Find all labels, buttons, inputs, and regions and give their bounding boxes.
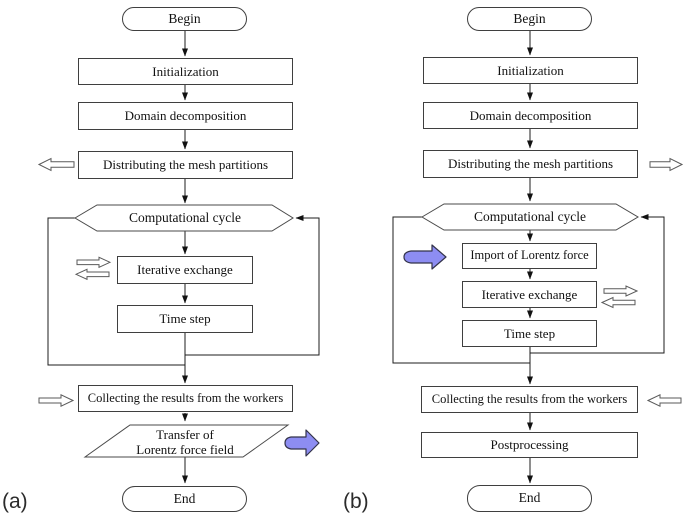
b-computational-cycle-label: Computational cycle (473, 208, 587, 224)
a-loop-exit-line (47, 217, 185, 366)
a-computational-cycle-label: Computational cycle (128, 209, 242, 225)
a-collecting-node: Collecting the results from the workers (78, 385, 293, 412)
b-time-step-node: Time step (462, 320, 597, 347)
b-computational-cycle-hexagon (421, 203, 639, 231)
b-highlight-block-arrow-icon (403, 244, 447, 270)
b-collecting-node: Collecting the results from the workers (421, 386, 638, 413)
b-block-arrow-right-icon (649, 157, 684, 172)
panel-b-connectors (392, 31, 665, 484)
panel-b-label: (b) (343, 490, 369, 513)
b-loop-exit-line (392, 216, 530, 364)
b-distributing-node: Distributing the mesh partitions (423, 150, 638, 178)
a-begin-node: Begin (122, 7, 247, 31)
panel-a-connectors (47, 31, 320, 484)
b-initialization-node: Initialization (423, 57, 638, 84)
a-highlight-block-arrow-icon (284, 429, 320, 457)
a-transfer-line1: Transfer of (156, 426, 214, 442)
a-transfer-parallelogram (83, 424, 290, 458)
b-loop-back-line (530, 214, 665, 354)
a-iterative-exchange-node: Iterative exchange (117, 256, 253, 284)
a-initialization-node: Initialization (78, 58, 293, 85)
b-collecting-arrow-left-icon (646, 394, 682, 407)
b-postprocessing-node: Postprocessing (421, 432, 638, 458)
a-domain-decomposition-node: Domain decomposition (78, 102, 293, 130)
a-transfer-label: Transfer of Lorentz force field (118, 426, 252, 457)
b-end-node: End (467, 485, 592, 512)
panel-a-label: (a) (2, 490, 28, 513)
a-block-arrow-left-icon (37, 157, 75, 172)
b-domain-decomposition-node: Domain decomposition (423, 102, 638, 129)
a-end-node: End (122, 486, 247, 512)
a-loop-back-line (185, 215, 320, 356)
a-block-arrow-right-icon (38, 394, 75, 407)
b-exchange-arrow-left-icon (600, 296, 636, 309)
a-computational-cycle-hexagon (74, 204, 294, 232)
a-transfer-line2: Lorentz force field (136, 441, 234, 457)
b-begin-node: Begin (467, 7, 592, 31)
a-distributing-node: Distributing the mesh partitions (78, 151, 293, 179)
a-exchange-arrow-right-icon (76, 256, 112, 269)
a-time-step-node: Time step (117, 305, 253, 333)
b-import-lorentz-node: Import of Lorentz force (462, 243, 597, 269)
b-iterative-exchange-node: Iterative exchange (462, 281, 597, 308)
b-exchange-arrow-right-icon (603, 285, 639, 297)
a-exchange-arrow-left-icon (74, 268, 110, 281)
